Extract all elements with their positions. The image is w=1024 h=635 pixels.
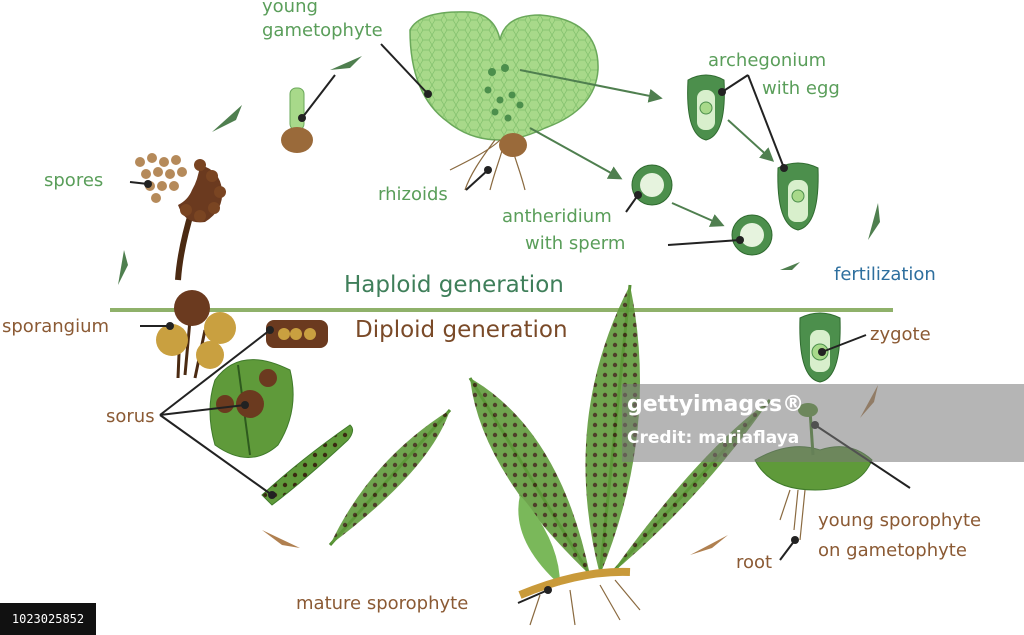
label-young-sporophyte-line1: young sporophyte <box>818 510 982 531</box>
label-zygote: zygote <box>870 324 931 345</box>
image-id-badge: 1023025852 <box>0 603 96 635</box>
label-fertilization: fertilization <box>834 264 936 285</box>
diploid-generation-label: Diploid generation <box>355 317 568 343</box>
pinna-with-sori <box>261 424 354 506</box>
antheridium-illustration <box>631 164 773 256</box>
archegonium-illustration <box>687 74 841 383</box>
sorus-cross-section <box>266 320 328 348</box>
label-rhizoids: rhizoids <box>378 184 448 205</box>
label-young-sporophyte-line2: on gametophyte <box>818 540 967 561</box>
watermark-brand: gettyimages® <box>627 392 805 417</box>
label-root: root <box>736 552 773 573</box>
label-young-gametophyte-line2: gametophyte <box>262 20 383 41</box>
cycle-arrows <box>118 56 880 555</box>
gametophyte-illustration <box>409 11 599 191</box>
label-sporangium: sporangium <box>2 316 110 337</box>
spores-cluster <box>135 153 187 203</box>
label-archegonium-line1: archegonium <box>708 50 827 71</box>
label-sorus: sorus <box>106 406 155 427</box>
label-spores: spores <box>44 170 104 191</box>
label-antheridium-line1: antheridium <box>502 206 612 227</box>
label-archegonium-line2: with egg <box>762 78 840 99</box>
opened-sporangium <box>175 159 226 281</box>
label-young-gametophyte-line1: young <box>262 0 318 17</box>
sporangium-cluster <box>156 290 236 379</box>
watermark-overlay <box>622 384 1024 462</box>
leaf-closeup <box>209 359 294 458</box>
haploid-generation-label: Haploid generation <box>344 272 564 298</box>
label-mature-sporophyte: mature sporophyte <box>296 593 469 614</box>
label-antheridium-line2: with sperm <box>525 233 626 254</box>
process-arrows <box>519 69 775 227</box>
germinating-spore <box>281 87 313 153</box>
sporophyte-frond-small <box>328 409 452 546</box>
watermark-credit: Credit: mariaflaya <box>627 428 800 448</box>
